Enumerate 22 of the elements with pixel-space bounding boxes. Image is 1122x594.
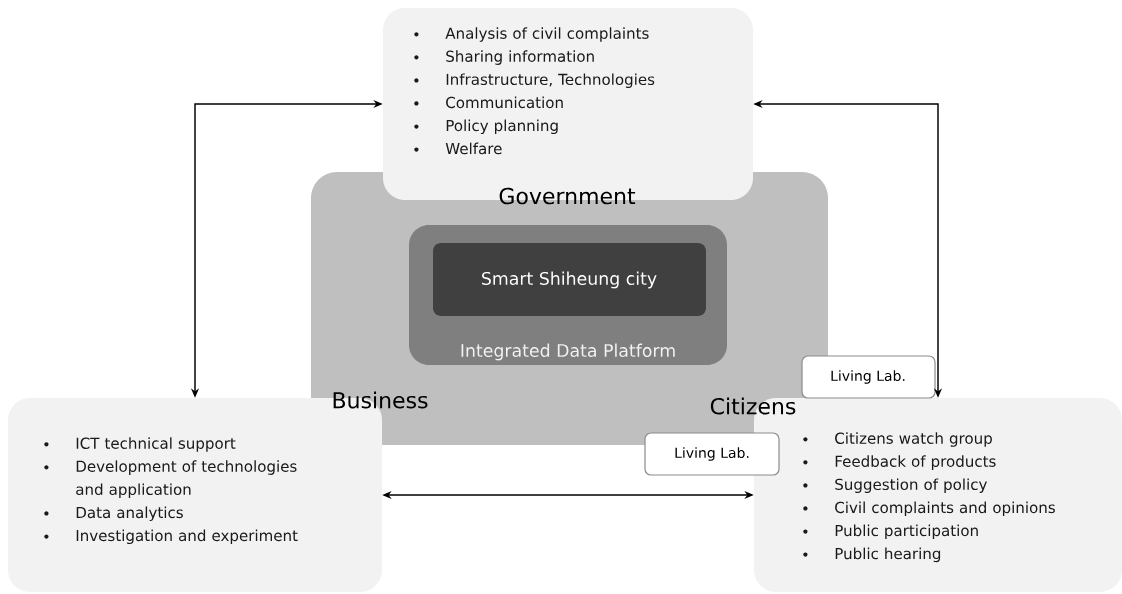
bullet-item: Civil complaints and opinions <box>803 501 1055 517</box>
bullet-item: Analysis of civil complaints <box>414 27 649 42</box>
bullet-item: Feedback of products <box>803 455 996 470</box>
bullet-item: Data analytics <box>44 506 183 522</box>
bullet-item: Sharing information <box>414 50 594 65</box>
bullet-item: Communication <box>414 96 563 109</box>
bullet-item: Investigation and experiment <box>44 529 298 545</box>
heading-label: Business <box>333 391 428 409</box>
bullet-item: Citizens watch group <box>803 432 992 447</box>
tag-box: Living Lab. <box>801 355 936 399</box>
bullet-item: Public hearing <box>803 547 941 563</box>
bullet-item: Development of technologies and application <box>44 460 297 498</box>
bullet-item: Public participation <box>803 524 978 540</box>
bullet-item: Suggestion of policy <box>803 478 987 493</box>
bullet-item: ICT technical support <box>44 437 236 452</box>
city-box: Smart Shiheung city <box>433 243 706 316</box>
bullet-item: Infrastructure, Technologies <box>414 73 655 88</box>
bullet-item: Welfare <box>414 142 502 155</box>
tag-box: Living Lab. <box>644 432 780 476</box>
bullet-item: Policy planning <box>414 119 558 135</box>
heading-label: Citizens <box>710 397 796 415</box>
heading-label: Government <box>499 187 636 205</box>
